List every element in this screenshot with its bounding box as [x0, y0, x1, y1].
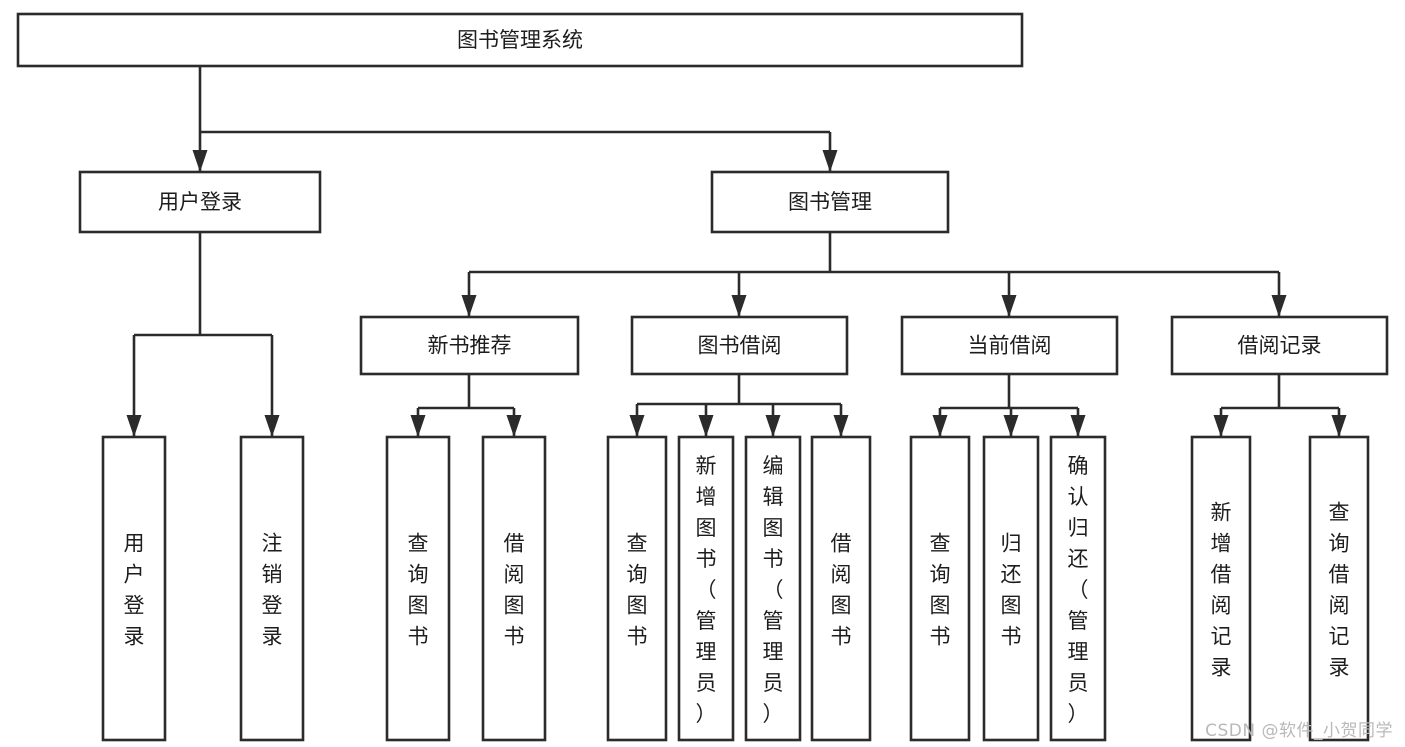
node-leaf-query-book-3[interactable]: 查询图书 [909, 435, 971, 742]
node-leaf-query-book-2[interactable]: 查询图书 [606, 435, 668, 742]
node-box-leaf-add-borrow-record[interactable] [1190, 435, 1252, 742]
node-label-new-book-recommend: 新书推荐 [428, 334, 512, 358]
arrow-head-icon [822, 150, 838, 172]
node-box-leaf-borrow-book-2[interactable] [810, 435, 872, 742]
node-new-book-recommend[interactable]: 新书推荐 [359, 315, 580, 376]
node-leaf-query-book-1[interactable]: 查询图书 [385, 435, 451, 742]
node-label-leaf-query-book-2: 查询图书 [627, 532, 648, 649]
node-label-leaf-confirm-return-admin: 确认归还（管理员） [1068, 454, 1089, 726]
arrow-head-icon [1331, 415, 1347, 437]
node-leaf-edit-book-admin[interactable]: 编辑图书（管理员） [744, 435, 802, 742]
node-box-leaf-add-book-admin[interactable] [677, 435, 735, 742]
nodes-layer: 图书管理系统用户登录图书管理新书推荐图书借阅当前借阅借阅记录用户登录注销登录查询… [16, 12, 1389, 742]
node-label-current-borrow: 当前借阅 [968, 334, 1052, 358]
node-label-leaf-user-login: 用户登录 [124, 532, 145, 649]
node-box-book-borrow[interactable] [630, 315, 849, 376]
node-box-new-book-recommend[interactable] [359, 315, 580, 376]
node-box-current-borrow[interactable] [900, 315, 1119, 376]
arrow-head-icon [192, 150, 208, 172]
arrow-head-icon [1001, 295, 1017, 317]
arrow-head-icon [698, 415, 714, 437]
node-label-leaf-add-borrow-record: 新增借阅记录 [1211, 501, 1232, 680]
arrow-head-icon [410, 415, 426, 437]
node-book-borrow[interactable]: 图书借阅 [630, 315, 849, 376]
node-box-leaf-query-book-2[interactable] [606, 435, 668, 742]
connector-lines-layer [126, 66, 1347, 437]
node-leaf-borrow-book-2[interactable]: 借阅图书 [810, 435, 872, 742]
node-user-login[interactable]: 用户登录 [78, 170, 322, 234]
node-label-book-borrow: 图书借阅 [698, 334, 782, 358]
node-label-leaf-return-book: 归还图书 [1001, 532, 1022, 649]
node-box-leaf-query-borrow-record[interactable] [1308, 435, 1370, 742]
arrow-head-icon [629, 415, 645, 437]
node-label-leaf-query-borrow-record: 查询借阅记录 [1329, 501, 1350, 680]
csdn-watermark: CSDN @软件_小贺同学 [1205, 721, 1393, 741]
node-leaf-confirm-return-admin[interactable]: 确认归还（管理员） [1049, 435, 1107, 742]
node-box-leaf-borrow-book-1[interactable] [481, 435, 547, 742]
node-box-leaf-query-book-3[interactable] [909, 435, 971, 742]
node-leaf-query-borrow-record[interactable]: 查询借阅记录 [1308, 435, 1370, 742]
node-box-leaf-confirm-return-admin[interactable] [1049, 435, 1107, 742]
node-leaf-logout[interactable]: 注销登录 [239, 435, 305, 742]
node-box-leaf-return-book[interactable] [982, 435, 1040, 742]
node-borrow-record[interactable]: 借阅记录 [1170, 315, 1389, 376]
node-label-leaf-query-book-3: 查询图书 [930, 532, 951, 649]
arrow-head-icon [264, 415, 280, 437]
node-box-user-login[interactable] [78, 170, 322, 234]
node-label-root: 图书管理系统 [457, 28, 583, 52]
node-box-leaf-logout[interactable] [239, 435, 305, 742]
arrow-head-icon [765, 415, 781, 437]
arrow-head-icon [932, 415, 948, 437]
node-label-leaf-logout: 注销登录 [262, 532, 283, 649]
node-root[interactable]: 图书管理系统 [16, 12, 1024, 68]
arrow-head-icon [731, 295, 747, 317]
node-leaf-add-borrow-record[interactable]: 新增借阅记录 [1190, 435, 1252, 742]
arrow-head-icon [1213, 415, 1229, 437]
node-label-leaf-query-book-1: 查询图书 [408, 532, 429, 649]
node-label-user-login: 用户登录 [158, 190, 242, 214]
node-label-leaf-borrow-book-1: 借阅图书 [504, 532, 525, 649]
node-leaf-add-book-admin[interactable]: 新增图书（管理员） [677, 435, 735, 742]
node-current-borrow[interactable]: 当前借阅 [900, 315, 1119, 376]
node-label-book-manage: 图书管理 [788, 190, 872, 214]
node-book-manage[interactable]: 图书管理 [710, 170, 950, 234]
node-label-borrow-record: 借阅记录 [1238, 334, 1322, 358]
node-label-leaf-edit-book-admin: 编辑图书（管理员） [763, 454, 784, 726]
arrow-head-icon [1003, 415, 1019, 437]
node-box-borrow-record[interactable] [1170, 315, 1389, 376]
arrow-head-icon [126, 415, 142, 437]
node-leaf-borrow-book-1[interactable]: 借阅图书 [481, 435, 547, 742]
node-leaf-user-login[interactable]: 用户登录 [101, 435, 167, 742]
node-box-leaf-edit-book-admin[interactable] [744, 435, 802, 742]
node-label-leaf-add-book-admin: 新增图书（管理员） [696, 454, 717, 726]
node-box-root[interactable] [16, 12, 1024, 68]
arrow-head-icon [461, 295, 477, 317]
node-leaf-return-book[interactable]: 归还图书 [982, 435, 1040, 742]
node-box-leaf-user-login[interactable] [101, 435, 167, 742]
node-label-leaf-borrow-book-2: 借阅图书 [831, 532, 852, 649]
arrow-head-icon [1271, 295, 1287, 317]
arrow-head-icon [1070, 415, 1086, 437]
node-box-book-manage[interactable] [710, 170, 950, 234]
arrow-head-icon [506, 415, 522, 437]
node-box-leaf-query-book-1[interactable] [385, 435, 451, 742]
arrow-head-icon [833, 415, 849, 437]
